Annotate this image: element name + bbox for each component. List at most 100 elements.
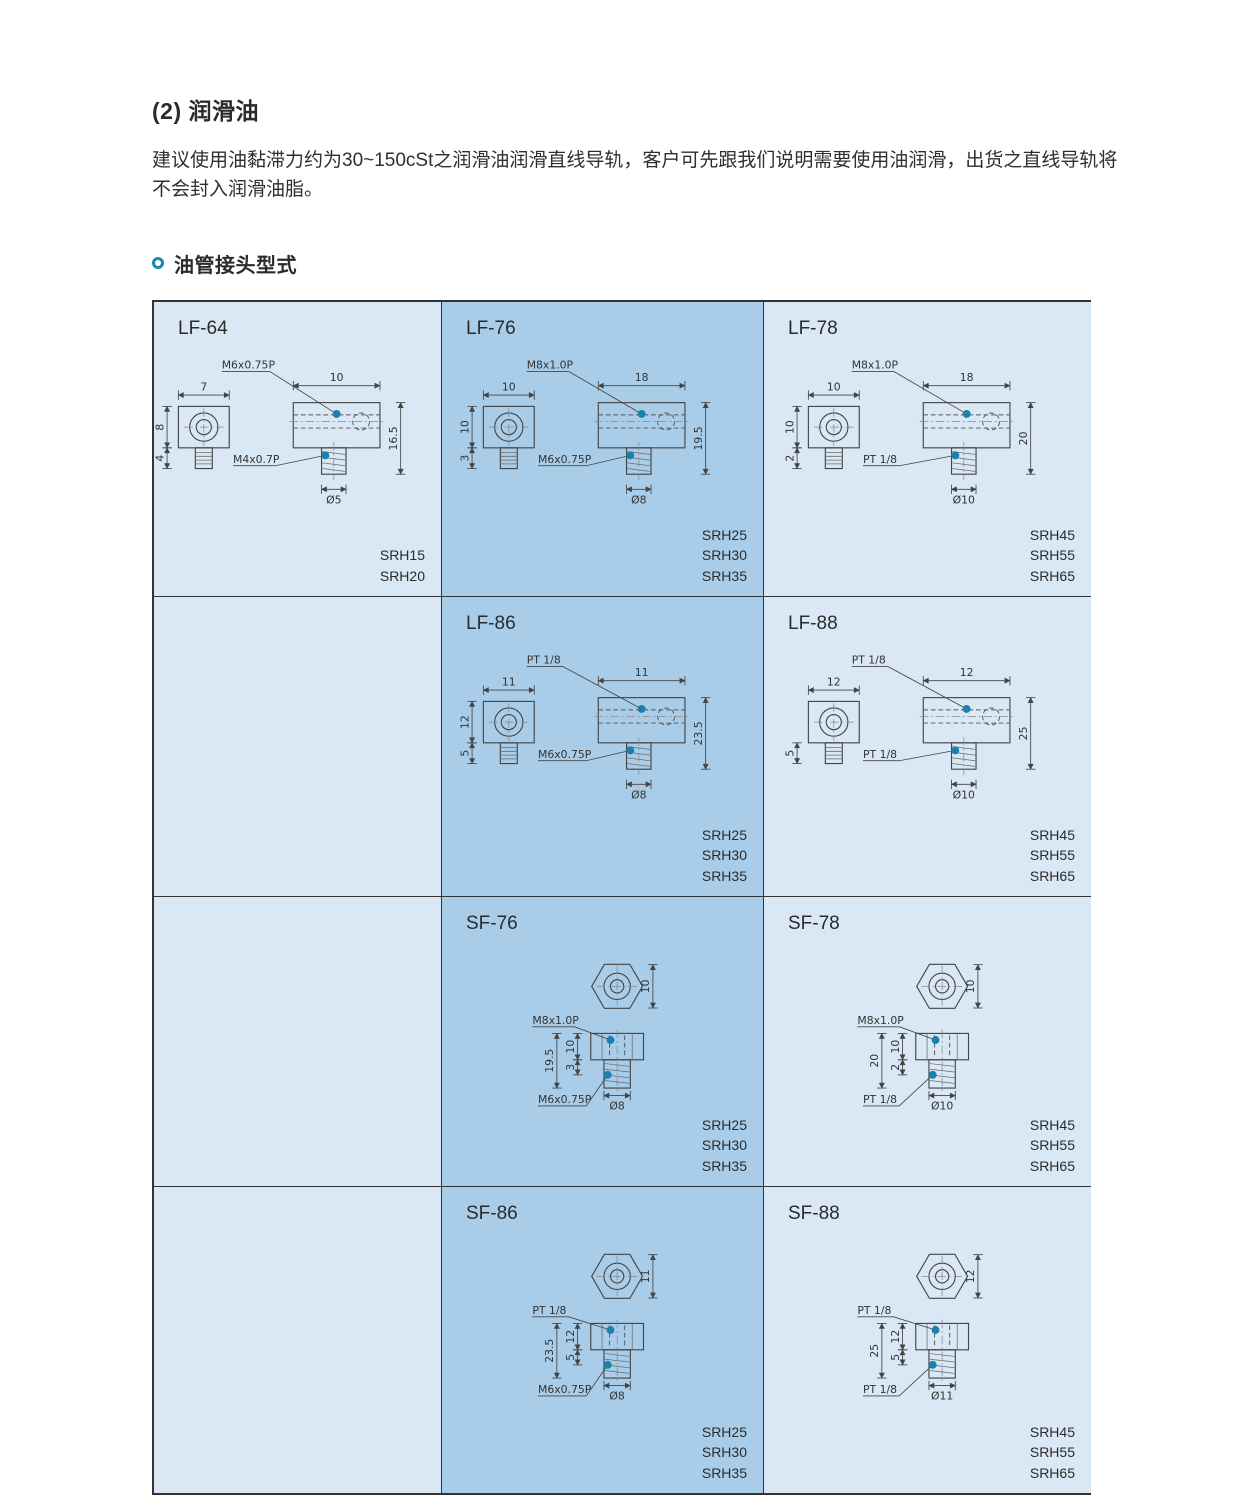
fitting-title: SF-88 — [788, 1202, 840, 1224]
model-item: SRH45 — [1029, 1423, 1075, 1440]
model-item: SRH65 — [1029, 567, 1075, 584]
model-list: SRH45 SRH55 SRH65 — [1030, 825, 1075, 886]
dim-label: 10 — [501, 380, 515, 393]
model-list: SRH45 SRH55 SRH65 — [1030, 1115, 1075, 1176]
model-item: SRH30 — [701, 1137, 747, 1154]
subsection-header: 油管接头型式 — [152, 249, 1258, 278]
dim-label: 7 — [200, 380, 207, 393]
grease-port-dot — [962, 704, 971, 713]
dim-label: 12 — [964, 1269, 977, 1283]
model-item: SRH20 — [379, 567, 425, 584]
model-item: SRH65 — [1029, 1464, 1075, 1481]
dim-label: 5 — [783, 750, 796, 757]
thread-spec-label: PT 1/8 — [863, 1093, 897, 1106]
dim-label: Ø10 — [930, 1100, 952, 1113]
dim-label: 3 — [563, 1064, 576, 1071]
fitting-title: LF-88 — [788, 612, 838, 634]
dim-label: Ø10 — [952, 493, 974, 506]
dim-label: 25 — [868, 1344, 881, 1358]
dim-label: 10 — [826, 380, 840, 393]
thread-spec-label: M8x1.0P — [532, 1014, 579, 1027]
dim-label: 25 — [1016, 726, 1029, 740]
dim-label: Ø8 — [609, 1100, 625, 1113]
model-item: SRH25 — [701, 826, 747, 843]
dim-label: Ø8 — [631, 493, 647, 506]
dim-label: 18 — [959, 371, 973, 384]
model-item: SRH15 — [379, 547, 425, 564]
dim-label: 10 — [563, 1039, 576, 1053]
model-list: SRH45 SRH55 SRH65 — [1030, 1422, 1075, 1483]
dim-label: 18 — [634, 371, 648, 384]
grease-port-dot — [637, 409, 646, 418]
dim-label: 10 — [783, 420, 796, 434]
dim-label: 12 — [826, 675, 840, 688]
section-title: (2) 润滑油 — [152, 98, 259, 124]
grease-port-dot — [637, 704, 646, 713]
empty-cell — [154, 596, 442, 897]
dim-label: 10 — [458, 420, 471, 434]
model-list: SRH45 SRH55 SRH65 — [1030, 525, 1075, 586]
model-item: SRH45 — [1029, 1116, 1075, 1133]
dim-label: 20 — [868, 1054, 881, 1068]
thread-spec-label: M6x0.75P — [538, 453, 592, 466]
fitting-title: SF-76 — [466, 912, 518, 934]
dim-label: 12 — [458, 715, 471, 729]
thread-spec-label: M4x0.7P — [233, 453, 280, 466]
dim-label: 20 — [1016, 431, 1029, 445]
grease-port-dot — [931, 1325, 939, 1334]
fitting-title: SF-86 — [466, 1202, 518, 1224]
dim-label: 8 — [154, 423, 166, 430]
model-list: SRH25 SRH30 SRH35 — [702, 1422, 747, 1483]
thread-spec-label: M6x0.75P — [538, 1093, 592, 1106]
thread-spec-label: PT 1/8 — [863, 453, 897, 466]
grease-port-dot — [603, 1070, 612, 1079]
dim-label: 10 — [964, 979, 977, 993]
dim-label: 16.5 — [386, 426, 399, 450]
empty-cell — [154, 896, 442, 1187]
dim-label: 11 — [634, 666, 648, 679]
fitting-title: LF-78 — [788, 317, 838, 339]
dim-label: 10 — [329, 371, 343, 384]
dim-label: 12 — [959, 666, 973, 679]
dim-label: 10 — [888, 1039, 901, 1053]
thread-spec-label: PT 1/8 — [526, 654, 560, 667]
thread-spec-label: PT 1/8 — [851, 654, 885, 667]
model-item: SRH30 — [701, 547, 747, 564]
model-item: SRH45 — [1029, 826, 1075, 843]
model-item: SRH30 — [701, 1444, 747, 1461]
grease-port-dot — [931, 1035, 939, 1044]
dim-label: 5 — [888, 1354, 901, 1361]
dim-label: Ø8 — [631, 788, 647, 801]
model-item: SRH55 — [1029, 1444, 1075, 1461]
model-item: SRH25 — [701, 1116, 747, 1133]
thread-spec-label: M8x1.0P — [526, 359, 573, 372]
grease-port-dot — [625, 451, 634, 460]
grease-port-dot — [962, 409, 971, 418]
grease-port-dot — [320, 451, 329, 460]
fitting-title: LF-86 — [466, 612, 516, 634]
dim-label: Ø10 — [952, 788, 974, 801]
dim-label: 2 — [783, 455, 796, 462]
dim-label: 19.5 — [691, 426, 704, 450]
dim-label: 11 — [639, 1269, 652, 1283]
model-item: SRH45 — [1029, 526, 1075, 543]
dim-label: Ø8 — [609, 1390, 625, 1403]
empty-cell — [154, 1186, 442, 1493]
grease-port-dot — [606, 1035, 614, 1044]
dim-label: 10 — [639, 979, 652, 993]
grease-port-dot — [332, 409, 341, 418]
model-item: SRH35 — [701, 567, 747, 584]
ring-bullet-icon — [152, 257, 164, 270]
